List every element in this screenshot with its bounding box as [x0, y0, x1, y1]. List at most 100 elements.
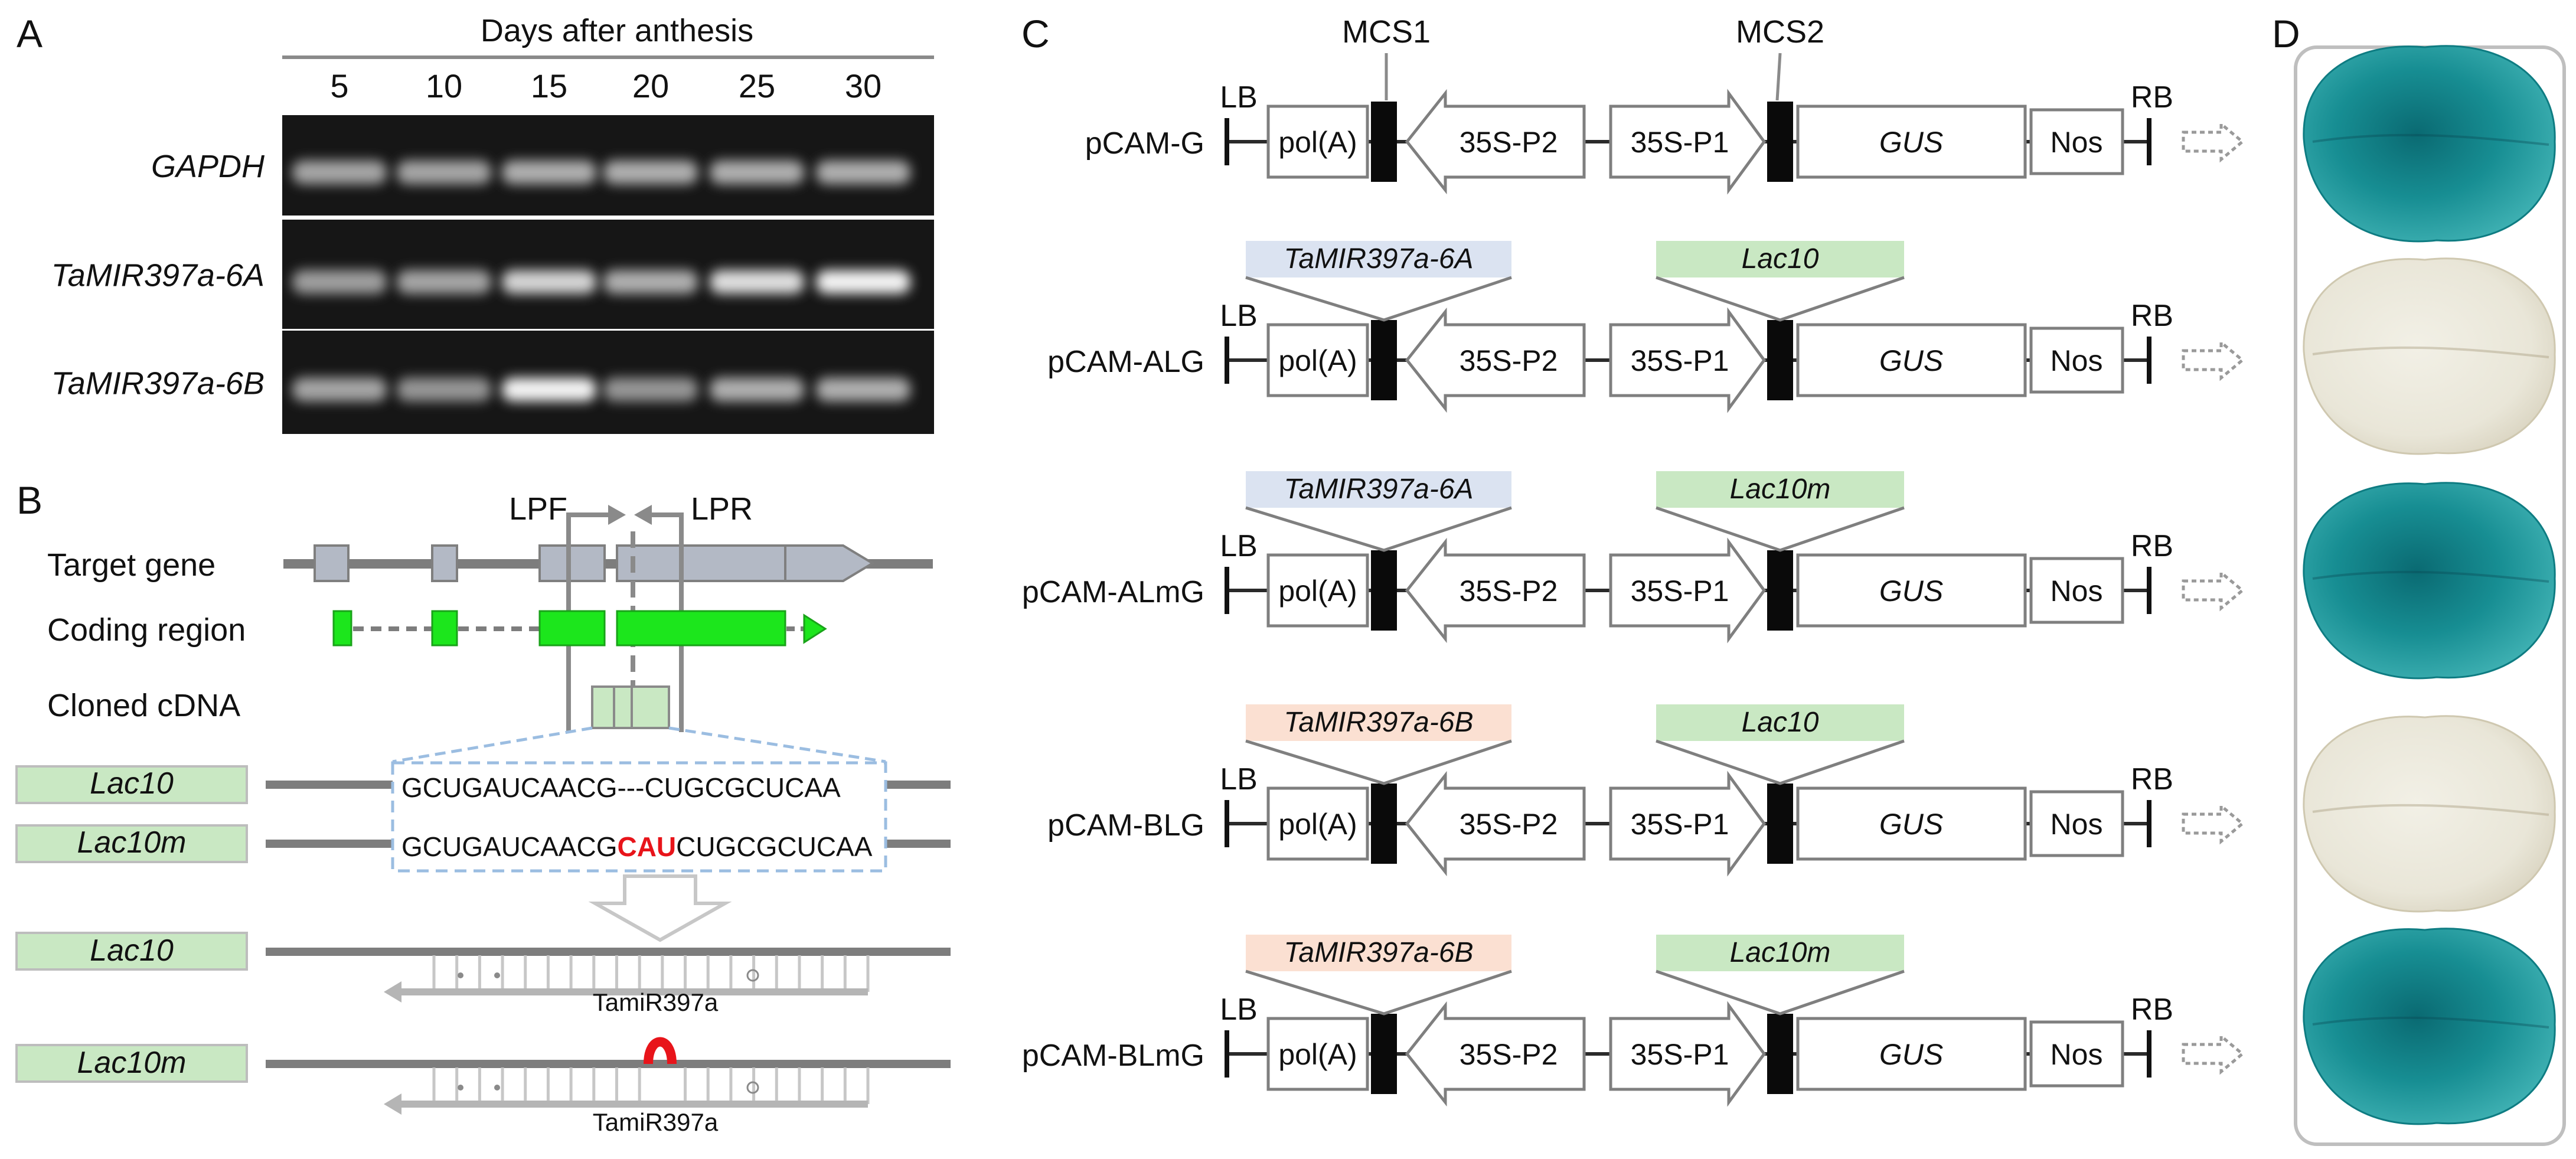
seq-lac10m-head: GCUGAUCAACG	[401, 831, 617, 862]
seq-lac10-tail: CUGCGCUCAA	[644, 772, 841, 803]
nos-box	[2029, 327, 2124, 394]
gus-box	[1796, 323, 2027, 397]
nos-box	[2029, 108, 2124, 175]
gel-row	[282, 115, 934, 216]
insert-b-label: Lac10m	[1730, 474, 1831, 505]
panel-label-d: D	[2272, 12, 2300, 55]
duplex-ladder-2	[384, 1067, 870, 1115]
promoter-p1-arrow	[1609, 307, 1767, 413]
rb-label: RB	[2131, 529, 2173, 563]
insert-a-label: TaMIR397a-6A	[1284, 474, 1473, 505]
rb-label: RB	[2131, 80, 2173, 115]
polya-label: pol(A)	[1278, 574, 1357, 608]
gel-row	[282, 220, 934, 329]
day-label: 15	[531, 67, 567, 105]
leaf-midrib	[2312, 570, 2549, 583]
rb-label: RB	[2131, 993, 2173, 1027]
gel-band	[816, 160, 910, 184]
gu-pair-dot	[494, 972, 500, 978]
lac10m-label-2: Lac10m	[77, 1046, 187, 1080]
mcs1-site	[1371, 1014, 1397, 1094]
nos-label: Nos	[2051, 344, 2103, 377]
polya-label: pol(A)	[1278, 1038, 1357, 1071]
insert-a-lines	[1245, 969, 1512, 1016]
sequence-comparison: Lac10 Lac10m GCUGAUCAACG---CUGCGCUCAA GC…	[15, 761, 951, 873]
p2-label: 35S-P2	[1460, 126, 1558, 159]
construct-name: pCAM-ALG	[1047, 345, 1204, 379]
leaf-midrib	[2312, 804, 2549, 816]
polya-box	[1266, 786, 1369, 861]
gel-band	[710, 160, 804, 184]
leaf-white	[2303, 715, 2556, 913]
insert-a-lines	[1245, 506, 1512, 552]
insert-a-box	[1246, 471, 1511, 508]
polya-box	[1266, 323, 1369, 397]
gel-row	[282, 331, 934, 434]
polya-box	[1266, 1017, 1369, 1091]
gus-label: GUS	[1879, 126, 1943, 159]
mcs1-site	[1371, 550, 1397, 631]
day-label: 10	[426, 67, 462, 105]
gus-label: GUS	[1879, 808, 1943, 841]
mcs1-site	[1371, 320, 1397, 400]
gus-box	[1796, 553, 2027, 628]
insert-b-lines	[1656, 969, 1905, 1016]
mismatch-circle	[746, 1081, 759, 1094]
day-label: 5	[330, 67, 348, 105]
mcs2-site	[1767, 550, 1793, 631]
p2-label: 35S-P2	[1460, 344, 1558, 377]
lb-label: LB	[1220, 529, 1258, 563]
construct-name: pCAM-BLmG	[1022, 1039, 1204, 1073]
leaf-midrib	[2312, 346, 2549, 358]
leaf-blue	[2303, 45, 2556, 243]
pairing-lac10: Lac10 TamiR397a	[15, 932, 951, 1016]
insert-b-lines	[1656, 506, 1905, 552]
mcs1-site	[1371, 783, 1397, 864]
nos-label: Nos	[2051, 126, 2103, 159]
lb-label: LB	[1220, 993, 1258, 1027]
insert-a-label: TaMIR397a-6B	[1284, 937, 1473, 968]
gu-pair-dot	[458, 1085, 463, 1091]
promoter-p1-arrow	[1609, 537, 1767, 644]
seq-lac10-head: GCUGAUCAACG	[401, 772, 617, 803]
seq-insert: CAU	[617, 831, 676, 862]
lac10-label-2: Lac10	[90, 933, 174, 968]
sequence-lac10: GCUGAUCAACG---CUGCGCUCAA	[401, 772, 841, 803]
leaf-midrib	[2312, 133, 2549, 146]
gel-band	[397, 160, 491, 184]
gel-band	[603, 160, 698, 184]
target-gene-diagram	[283, 544, 933, 582]
polya-label: pol(A)	[1278, 126, 1357, 159]
mcs2-site	[1767, 1014, 1793, 1094]
panel-label-b: B	[17, 478, 43, 522]
insert-a-label: TaMIR397a-6B	[1284, 707, 1473, 738]
nos-box	[2029, 790, 2124, 857]
p1-label: 35S-P1	[1631, 808, 1729, 841]
mirna-arrowhead	[384, 1093, 401, 1115]
gel-band	[292, 160, 387, 184]
lac10-label-1: Lac10	[90, 766, 174, 801]
gene-label: GAPDH	[151, 149, 265, 184]
promoter-p1-arrow	[1609, 89, 1767, 195]
nos-label: Nos	[2051, 1038, 2103, 1071]
polya-box	[1266, 553, 1369, 628]
gel-band	[710, 377, 804, 401]
p1-label: 35S-P1	[1631, 344, 1729, 377]
leaves	[2303, 45, 2556, 1125]
gus-box	[1796, 786, 2027, 861]
rb-label: RB	[2131, 299, 2173, 333]
mcs2-tick	[1775, 53, 1782, 101]
insert-b-label: Lac10	[1742, 243, 1819, 275]
lb-label: LB	[1220, 80, 1258, 115]
day-label: 25	[739, 67, 775, 105]
gus-box	[1796, 105, 2027, 179]
